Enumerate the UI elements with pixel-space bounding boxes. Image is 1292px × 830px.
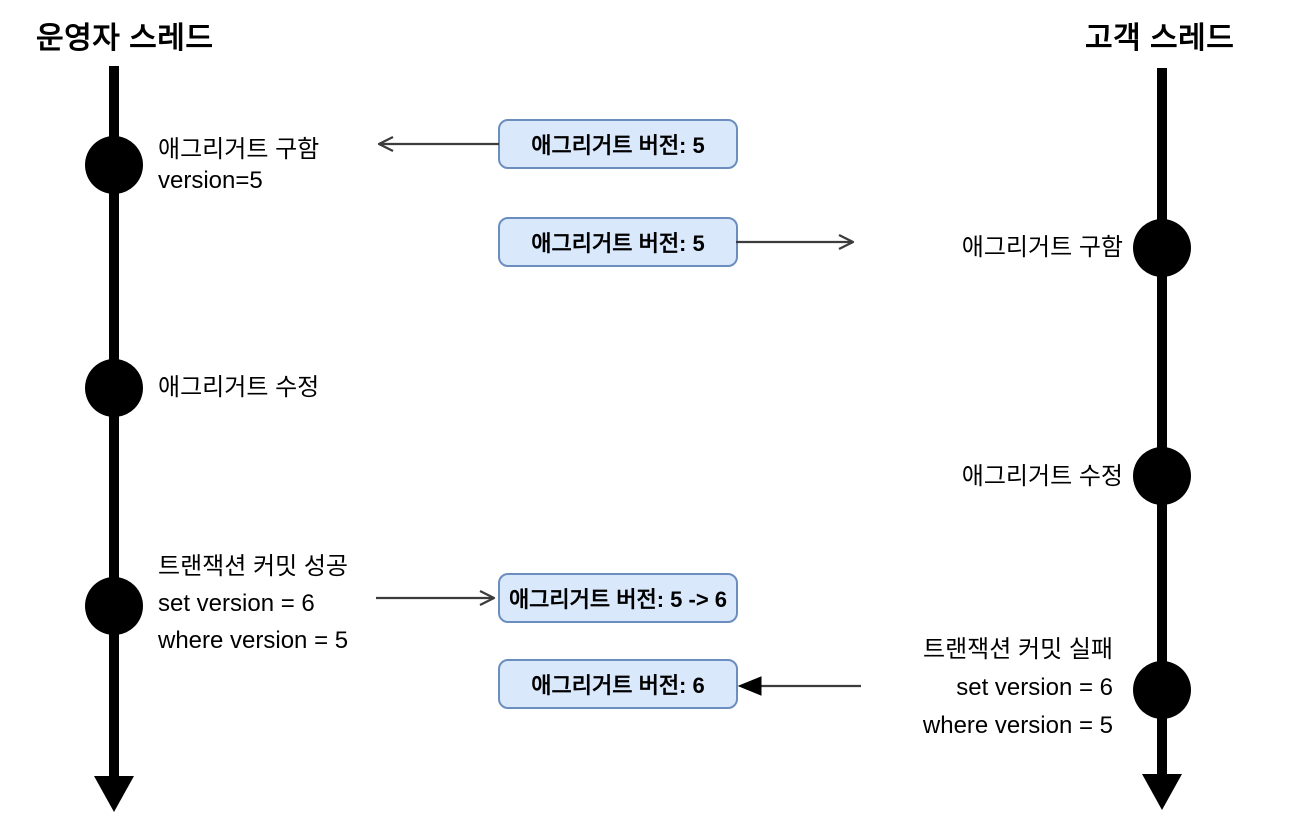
customer-event-3-line-2: set version = 6 [956, 674, 1113, 701]
message-box-version-6: 애그리거트 버전: 6 [498, 659, 738, 709]
customer-event-dot-2 [1133, 447, 1191, 505]
operator-thread-title: 운영자 스레드 [36, 22, 214, 55]
operator-event-3-line-3: where version = 5 [158, 627, 349, 654]
customer-event-3-line-3: where version = 5 [922, 712, 1113, 739]
customer-event-2-line-1: 애그리거트 수정 [961, 463, 1123, 490]
customer-event-3-label: 트랜잭션 커밋 실패 set version = 6 where version… [923, 631, 1113, 745]
message-box-version-5-to-6: 애그리거트 버전: 5 -> 6 [498, 573, 738, 623]
operator-event-dot-2 [85, 359, 143, 417]
arrow-customer-to-box4 [737, 676, 861, 696]
customer-event-dot-1 [1133, 219, 1191, 277]
message-box-version-5-to-operator: 애그리거트 버전: 5 [498, 119, 738, 169]
operator-event-dot-3 [85, 577, 143, 635]
arrow-box2-to-customer [736, 233, 855, 251]
arrow-box1-to-operator [377, 135, 499, 153]
customer-event-dot-3 [1133, 661, 1191, 719]
operator-event-dot-1 [85, 136, 143, 194]
operator-event-1-line-1: 애그리거트 구함 [158, 136, 320, 163]
customer-event-1-line-1: 애그리거트 구함 [961, 234, 1123, 261]
operator-event-1-label: 애그리거트 구함 version=5 [158, 134, 319, 196]
customer-event-3-line-1: 트랜잭션 커밋 실패 [923, 636, 1113, 663]
arrow-operator-to-box3 [376, 589, 496, 607]
operator-lifeline-arrowhead-icon [94, 776, 134, 812]
operator-event-1-line-2: version=5 [158, 167, 263, 194]
operator-lifeline [109, 66, 119, 778]
operator-event-3-line-2: set version = 6 [158, 590, 315, 617]
operator-event-3-label: 트랜잭션 커밋 성공 set version = 6 where version… [158, 548, 348, 659]
customer-event-1-label: 애그리거트 구함 [962, 232, 1123, 263]
operator-event-2-line-1: 애그리거트 수정 [158, 374, 320, 401]
operator-event-2-label: 애그리거트 수정 [158, 372, 319, 403]
operator-event-3-line-1: 트랜잭션 커밋 성공 [158, 553, 348, 580]
customer-event-2-label: 애그리거트 수정 [962, 461, 1123, 492]
customer-lifeline [1157, 68, 1167, 776]
customer-lifeline-arrowhead-icon [1142, 774, 1182, 810]
message-box-version-5-to-customer: 애그리거트 버전: 5 [498, 217, 738, 267]
customer-thread-title: 고객 스레드 [1085, 22, 1235, 55]
